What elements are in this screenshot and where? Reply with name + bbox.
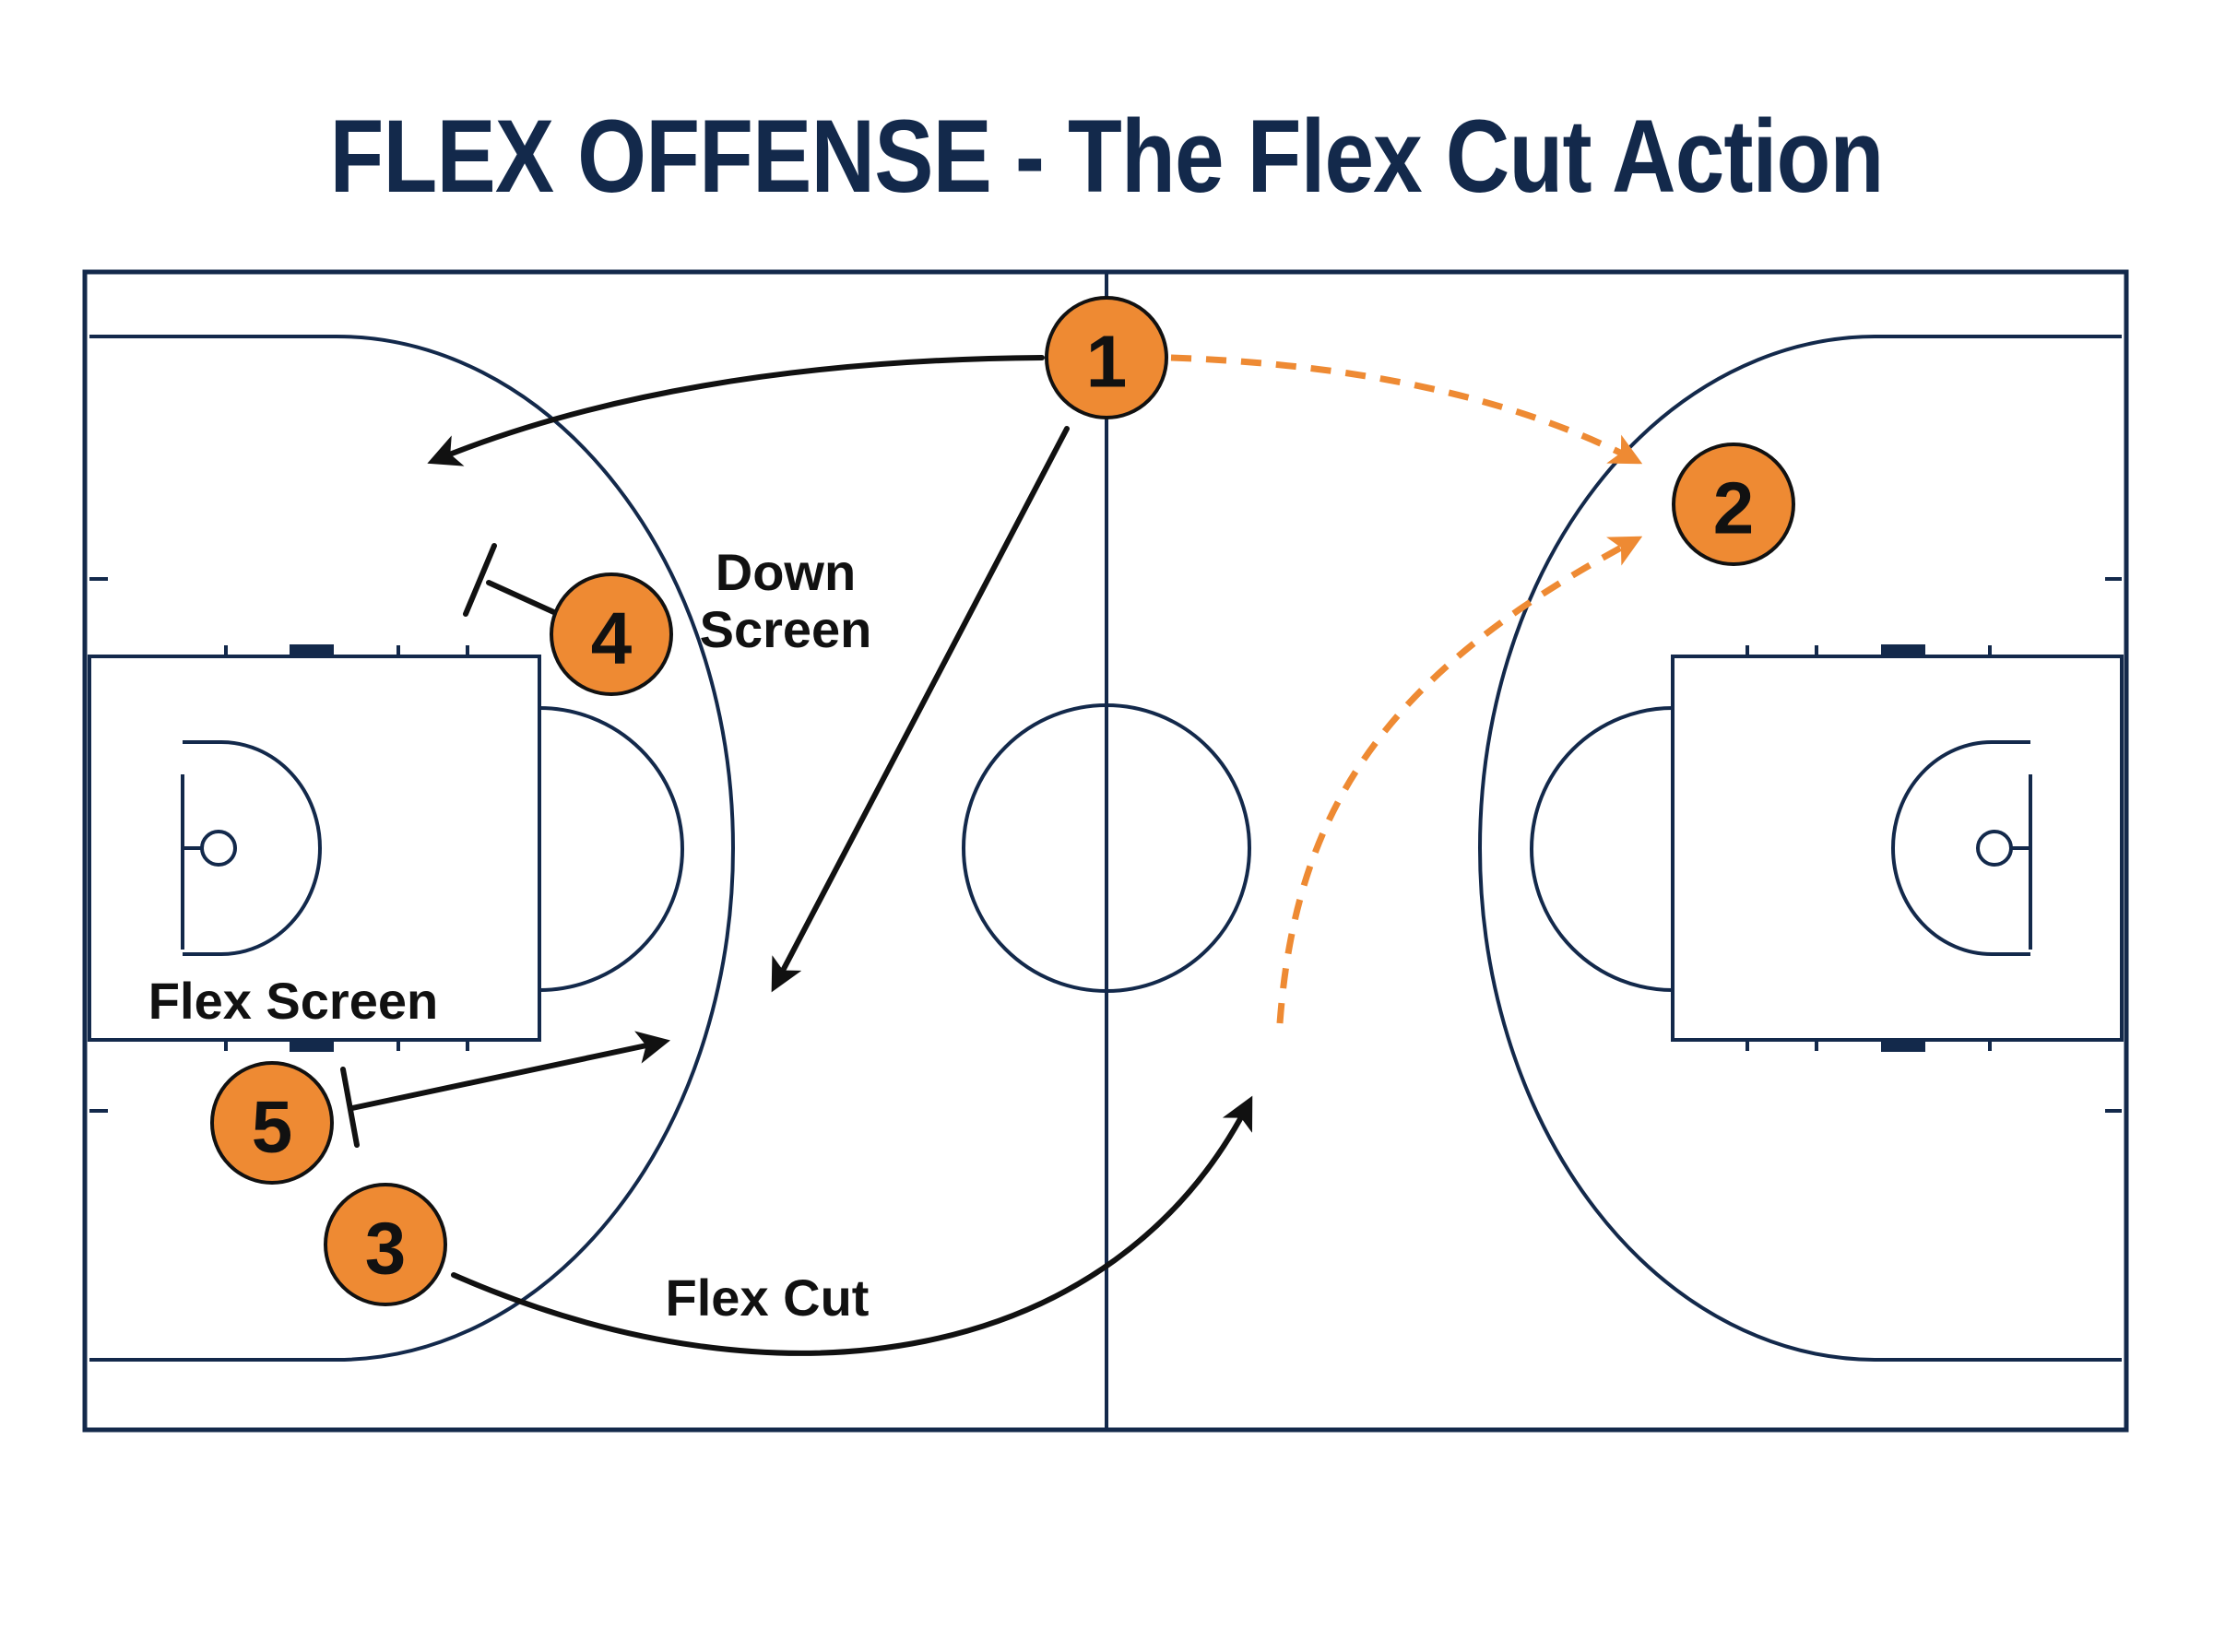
right-three-point-line — [1478, 335, 2122, 1362]
action-labels: Down Screen Flex Screen Flex Cut — [148, 543, 872, 1327]
right-half-court — [1478, 335, 2124, 1362]
label-flex-cut: Flex Cut — [666, 1268, 870, 1327]
player-1-cut-arrow — [427, 355, 1045, 466]
page-title: FLEX OFFENSE - The Flex Cut Action — [329, 99, 1885, 214]
pass-flex-cut-to-2 — [1276, 536, 1643, 1024]
player-4[interactable]: 4 — [550, 572, 673, 696]
label-down-screen-line2: Screen — [700, 600, 872, 658]
players: 1 2 3 4 5 — [210, 296, 1795, 1306]
left-free-throw-circle — [538, 706, 684, 992]
left-half-court — [88, 335, 735, 1362]
player-3-flex-cut-arrow — [451, 1095, 1253, 1356]
svg-text:4: 4 — [591, 597, 633, 679]
player-actions — [340, 354, 1643, 1356]
player-4-screen-bar — [463, 543, 497, 617]
label-down-screen-line1: Down — [716, 543, 856, 601]
svg-text:1: 1 — [1086, 321, 1128, 403]
player-2[interactable]: 2 — [1672, 442, 1795, 566]
label-flex-screen: Flex Screen — [148, 972, 438, 1030]
player-4-screen-line — [486, 580, 561, 617]
right-paint — [1671, 655, 2124, 1042]
left-restricted-area — [183, 740, 322, 956]
basketball-court — [82, 269, 2129, 1433]
player-3[interactable]: 3 — [324, 1183, 447, 1306]
svg-text:3: 3 — [365, 1208, 407, 1290]
svg-text:2: 2 — [1713, 467, 1755, 549]
player-5[interactable]: 5 — [210, 1061, 334, 1185]
svg-text:5: 5 — [252, 1086, 293, 1168]
right-lane-marks — [1746, 644, 1992, 1052]
player-1[interactable]: 1 — [1045, 296, 1168, 419]
center-circle — [962, 703, 1251, 993]
left-lane-marks — [224, 644, 469, 1052]
player-5-flex-screen-arrow — [349, 1031, 671, 1111]
pass-1-to-2 — [1170, 354, 1643, 465]
right-restricted-area — [1891, 740, 2030, 956]
player-1-down-screen-arrow — [771, 426, 1070, 993]
left-hoop — [200, 830, 237, 867]
right-free-throw-circle — [1530, 706, 1674, 992]
right-hoop — [1976, 830, 2013, 867]
